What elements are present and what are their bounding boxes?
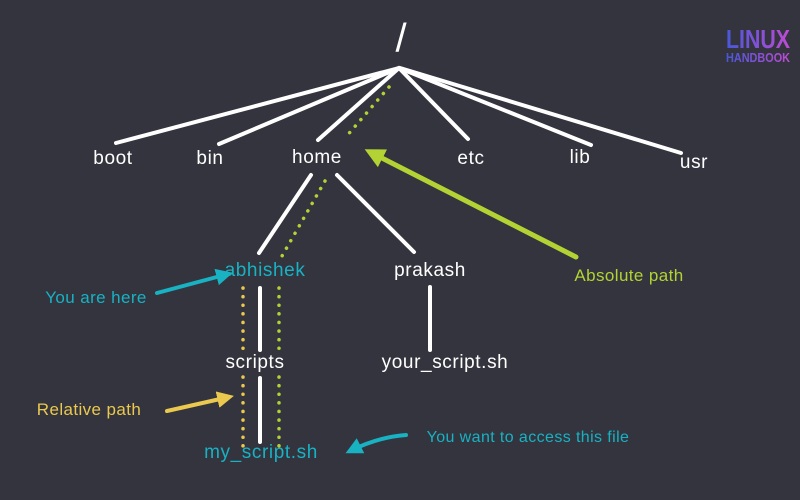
relative-path-arrow xyxy=(165,391,234,413)
tree-node-bin: bin xyxy=(196,148,224,169)
tree-node-boot: boot xyxy=(93,148,133,169)
tree-node-lib: lib xyxy=(569,147,591,168)
tree-node-usr: usr xyxy=(679,152,709,173)
annotation-you-are-here: You are here xyxy=(45,288,147,307)
tree-node-prakash: prakash xyxy=(394,260,466,281)
branch-home-abhishek xyxy=(257,173,313,255)
home-branch-lines xyxy=(257,173,432,444)
absolute-path-arrow xyxy=(364,149,579,260)
branch-root-usr xyxy=(398,66,683,155)
access-file-arrow xyxy=(345,433,408,454)
annotation-access-file: You want to access this file xyxy=(426,429,630,446)
linux-handbook-logo: LINUX HANDBOOK xyxy=(726,24,791,65)
branch-home-prakash xyxy=(335,173,416,254)
you-are-here-arrow xyxy=(155,268,233,295)
annotation-relative-path: Relative path xyxy=(36,400,142,419)
logo-text-handbook: HANDBOOK xyxy=(726,50,791,65)
logo-text-linux: LINUX xyxy=(726,24,791,54)
tree-node-scripts: scripts xyxy=(225,352,285,373)
root-branch-lines xyxy=(114,66,683,155)
tree-node-root: / xyxy=(395,16,407,61)
dotted-root-home xyxy=(343,85,391,140)
tree-node-etc: etc xyxy=(457,148,485,169)
annotation-absolute-path: Absolute path xyxy=(574,266,684,285)
branch-root-etc xyxy=(397,66,470,141)
tree-node-your-script: your_script.sh xyxy=(381,352,509,373)
dotted-home-abhishek xyxy=(280,179,327,258)
absolute-path-dotted-line xyxy=(277,85,391,448)
branch-root-home xyxy=(316,66,401,142)
branch-root-bin xyxy=(217,66,401,146)
tree-node-home: home xyxy=(292,147,342,168)
tree-node-my-script: my_script.sh xyxy=(204,442,318,463)
tree-node-abhishek: abhishek xyxy=(224,260,306,281)
branch-root-lib xyxy=(397,66,593,147)
branch-root-boot xyxy=(114,66,401,145)
